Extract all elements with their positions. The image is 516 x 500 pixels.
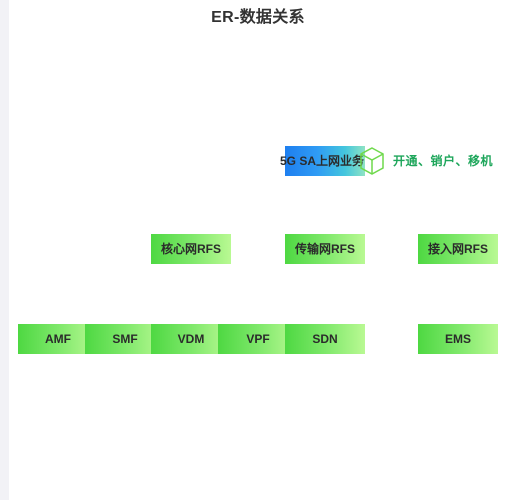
element-node-sdn[interactable]: SDN [285,324,365,354]
rfs-node-transport[interactable]: 传输网RFS [285,234,365,264]
page-title: ER-数据关系 [211,9,305,26]
cube-icon [360,147,384,175]
element-node-vpf[interactable]: VPF [218,324,298,354]
element-node-amf[interactable]: AMF [18,324,98,354]
service-node-5g-sa[interactable]: 5G SA上网业务 [280,146,365,176]
rfs-node-core[interactable]: 核心网RFS [151,234,231,264]
rfs-node-access[interactable]: 接入网RFS [418,234,498,264]
left-sidebar-strip [0,0,9,500]
element-node-vdm[interactable]: VDM [151,324,231,354]
element-node-ems[interactable]: EMS [418,324,498,354]
er-diagram-canvas: ER-数据关系 5G SA上网业务 开通、销户、移机 核心网RFS 传输网RFS… [0,0,500,500]
service-operations-label: 开通、销户、移机 [393,154,494,168]
